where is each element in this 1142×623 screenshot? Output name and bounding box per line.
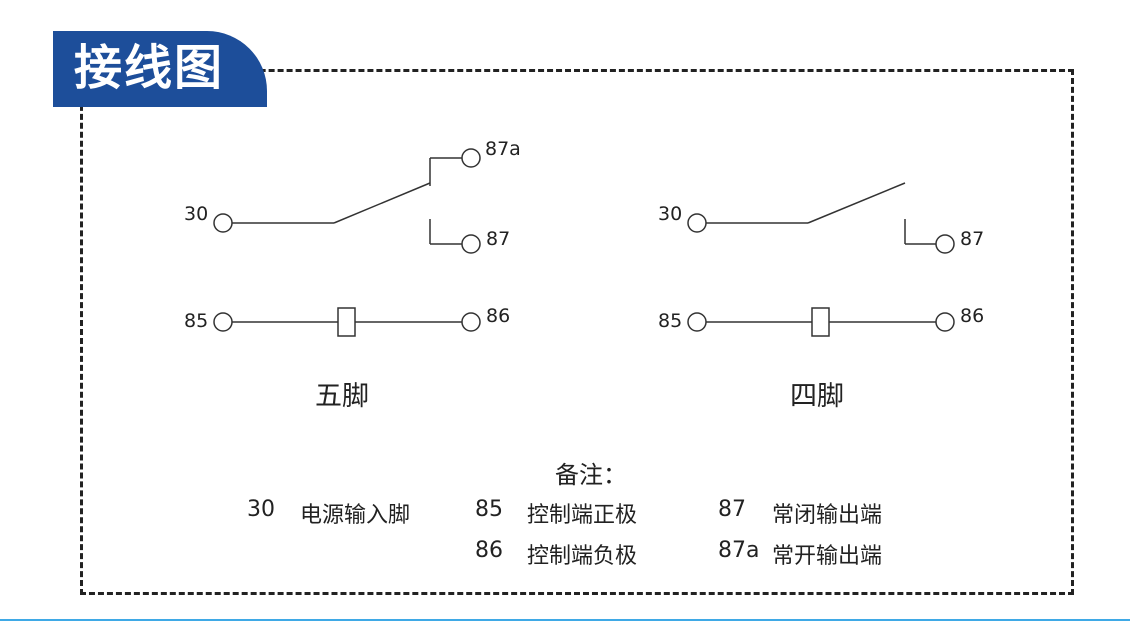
four-pin-label-86: 86 <box>960 305 984 327</box>
four-pin-label-85: 85 <box>658 310 682 332</box>
five-pin-terminal-30 <box>213 213 233 233</box>
five-pin-label-87: 87 <box>486 228 510 250</box>
note-desc: 控制端正极 <box>527 503 638 528</box>
four-pin-terminal-87 <box>935 234 955 254</box>
five-pin-terminal-86 <box>461 312 481 332</box>
five-pin-caption: 五脚 <box>315 381 369 412</box>
note-pin: 87 <box>718 497 746 522</box>
five-pin-terminal-87a <box>461 148 481 168</box>
five-pin-terminal-85 <box>213 312 233 332</box>
page-title: 接线图 <box>74 40 225 96</box>
four-pin-relay: 30 87 85 86 <box>658 182 984 337</box>
notes-title: 备注： <box>555 461 627 489</box>
five-pin-label-85: 85 <box>184 310 208 332</box>
note-desc: 常开输出端 <box>772 544 883 569</box>
four-pin-label-30: 30 <box>658 203 682 225</box>
four-pin-label-87: 87 <box>960 228 984 250</box>
four-pin-coil <box>811 307 830 337</box>
four-pin-caption: 四脚 <box>790 381 844 412</box>
note-pin: 85 <box>475 497 503 522</box>
note-desc: 控制端负极 <box>527 544 638 569</box>
four-pin-terminal-86 <box>935 312 955 332</box>
four-pin-terminal-30 <box>687 213 707 233</box>
five-pin-relay: 30 87a 87 85 86 <box>184 138 521 337</box>
note-desc: 电源输入脚 <box>300 503 411 528</box>
five-pin-label-30: 30 <box>184 203 208 225</box>
five-pin-terminal-87 <box>461 234 481 254</box>
note-pin: 87a <box>718 538 760 563</box>
five-pin-switch-arm <box>333 182 431 224</box>
note-desc: 常闭输出端 <box>772 503 883 528</box>
title-tab <box>53 31 267 107</box>
five-pin-label-87a: 87a <box>485 138 521 160</box>
four-pin-terminal-85 <box>687 312 707 332</box>
note-pin: 30 <box>247 497 275 522</box>
diagram-frame <box>80 69 1074 595</box>
note-pin: 86 <box>475 538 503 563</box>
four-pin-switch-arm <box>807 182 906 224</box>
five-pin-label-86: 86 <box>486 305 510 327</box>
five-pin-coil <box>337 307 356 337</box>
bottom-divider <box>0 619 1130 621</box>
